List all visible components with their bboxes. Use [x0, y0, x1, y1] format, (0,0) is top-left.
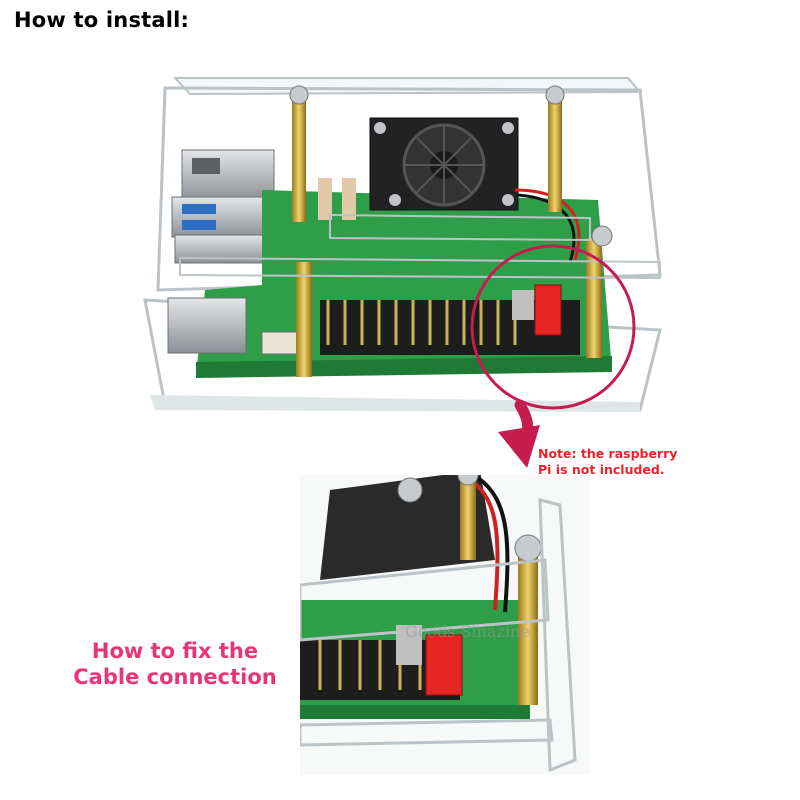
zoom-detail	[300, 475, 590, 775]
note-line-2: Pi is not included.	[538, 462, 665, 477]
case-assembly	[143, 77, 662, 412]
usb-ports	[171, 196, 273, 264]
watermark: Goods Sinazine	[405, 622, 530, 641]
page-title: How to install:	[14, 8, 190, 32]
fix-caption: How to fix the Cable connection	[55, 638, 295, 690]
ethernet-port	[181, 149, 275, 201]
note-text: Note: the raspberry Pi is not included.	[538, 446, 713, 478]
arrow-down-icon	[498, 399, 540, 468]
highlight-circle	[470, 244, 636, 410]
note-line-1: Note: the raspberry	[538, 446, 678, 461]
caption-line-1: How to fix the	[91, 639, 259, 663]
fan-connector	[534, 284, 562, 336]
caption-line-2: Cable connection	[73, 665, 277, 689]
fan-icon	[369, 117, 519, 211]
